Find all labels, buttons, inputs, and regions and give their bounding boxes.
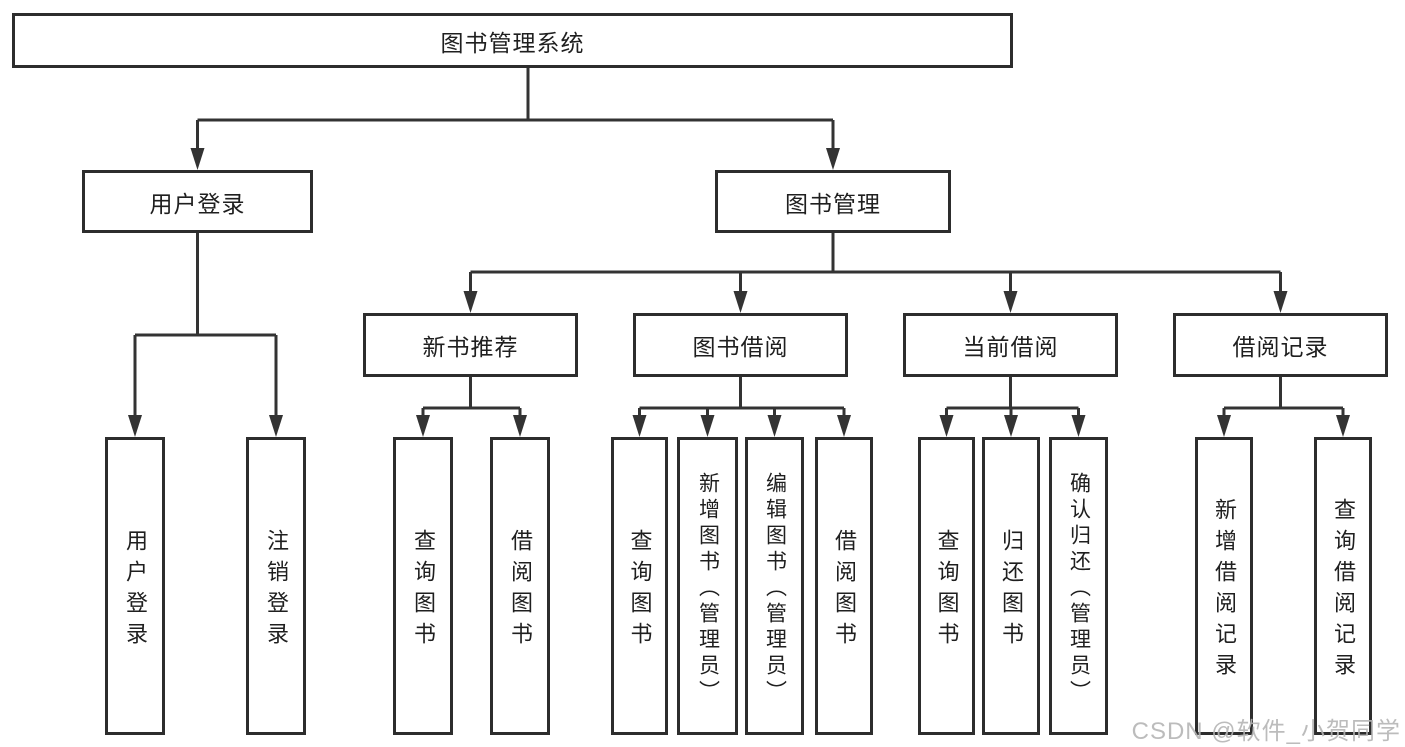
arrow-down-icon bbox=[1273, 291, 1288, 313]
arrow-down-icon bbox=[733, 291, 748, 313]
node-book-management: 图书管理 bbox=[715, 170, 951, 233]
arrow-down-icon bbox=[939, 415, 954, 437]
arrow-down-icon bbox=[632, 415, 647, 437]
node-root-system: 图书管理系统 bbox=[12, 13, 1013, 68]
node-label: 图书管理系统 bbox=[440, 29, 585, 56]
connector-book-management-fork bbox=[463, 233, 1288, 313]
arrow-down-icon bbox=[1004, 415, 1018, 437]
arrow-down-icon bbox=[513, 415, 527, 437]
arrow-down-icon bbox=[269, 415, 283, 437]
node-label: 用户登录 bbox=[149, 190, 246, 217]
arrow-down-icon bbox=[1217, 415, 1231, 437]
arrow-down-icon bbox=[463, 291, 478, 313]
connector-book-borrow-fork bbox=[632, 377, 851, 437]
node-label: 确认归还（管理员） bbox=[1067, 471, 1091, 706]
node-label: 借阅图书 bbox=[508, 528, 533, 653]
node-label: 查询图书 bbox=[934, 528, 960, 653]
node-leaf-return-books: 归还图书 bbox=[982, 437, 1040, 735]
node-label: 查询借阅记录 bbox=[1331, 497, 1356, 684]
node-leaf-add-books-admin: 新增图书（管理员） bbox=[677, 437, 738, 735]
connector-user-login-fork bbox=[128, 233, 283, 437]
node-label: 图书借阅 bbox=[692, 334, 789, 360]
node-leaf-query-borrow-record: 查询借阅记录 bbox=[1314, 437, 1372, 735]
node-leaf-logout: 注销登录 bbox=[246, 437, 306, 735]
node-new-books: 新书推荐 bbox=[363, 313, 578, 377]
connector-borrow-records-fork bbox=[1217, 377, 1350, 437]
node-leaf-query-books-borrow: 查询图书 bbox=[611, 437, 668, 735]
connector-current-borrow-fork bbox=[939, 377, 1086, 437]
node-label: 新增图书（管理员） bbox=[696, 471, 720, 706]
node-current-borrow: 当前借阅 bbox=[903, 313, 1118, 377]
arrow-down-icon bbox=[837, 415, 851, 437]
connector-new-books-fork bbox=[416, 377, 527, 437]
node-leaf-edit-books-admin: 编辑图书（管理员） bbox=[745, 437, 804, 735]
node-label: 归还图书 bbox=[999, 528, 1024, 653]
arrow-down-icon bbox=[416, 415, 430, 437]
node-label: 查询图书 bbox=[627, 528, 653, 653]
arrow-down-icon bbox=[1003, 291, 1018, 313]
arrow-down-icon bbox=[190, 148, 205, 170]
node-leaf-query-books-recommend: 查询图书 bbox=[393, 437, 453, 735]
node-leaf-confirm-return-admin: 确认归还（管理员） bbox=[1049, 437, 1108, 735]
node-leaf-add-borrow-record: 新增借阅记录 bbox=[1195, 437, 1253, 735]
node-label: 编辑图书（管理员） bbox=[763, 471, 787, 706]
node-user-login: 用户登录 bbox=[82, 170, 313, 233]
node-label: 查询图书 bbox=[411, 528, 436, 653]
node-leaf-query-books-current: 查询图书 bbox=[918, 437, 975, 735]
node-label: 新书推荐 bbox=[422, 334, 519, 360]
csdn-watermark: CSDN @软件_小贺同学 bbox=[1131, 718, 1401, 745]
node-leaf-borrow-books-recommend: 借阅图书 bbox=[490, 437, 550, 735]
connector-root-fork bbox=[190, 68, 840, 170]
node-label: 借阅图书 bbox=[832, 528, 857, 653]
arrow-down-icon bbox=[767, 415, 782, 437]
arrow-down-icon bbox=[700, 415, 715, 437]
node-label: 用户登录 bbox=[123, 528, 148, 653]
arrow-down-icon bbox=[1336, 415, 1350, 437]
arrow-down-icon bbox=[128, 415, 142, 437]
node-label: 图书管理 bbox=[785, 190, 881, 217]
node-borrow-records: 借阅记录 bbox=[1173, 313, 1388, 377]
node-leaf-borrow-books: 借阅图书 bbox=[815, 437, 873, 735]
node-book-borrow: 图书借阅 bbox=[633, 313, 848, 377]
node-label: 注销登录 bbox=[264, 528, 289, 653]
node-label: 借阅记录 bbox=[1232, 334, 1329, 360]
node-label: 当前借阅 bbox=[962, 334, 1059, 360]
node-label: 新增借阅记录 bbox=[1212, 497, 1237, 684]
arrow-down-icon bbox=[1071, 415, 1086, 437]
arrow-down-icon bbox=[826, 148, 840, 170]
node-leaf-user-login: 用户登录 bbox=[105, 437, 165, 735]
